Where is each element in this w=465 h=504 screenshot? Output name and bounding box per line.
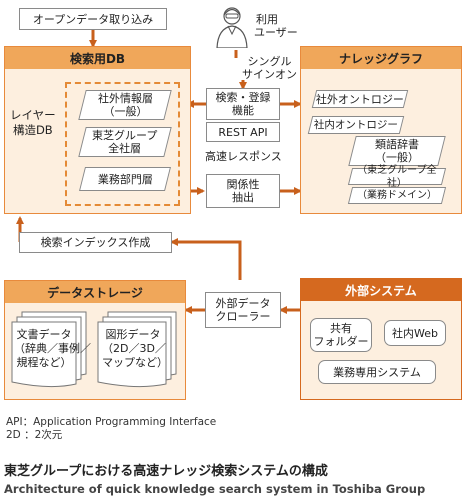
- kg-internal-ontology: 社内オントロジー: [307, 116, 405, 134]
- kg-dictionary-general: 類語辞書（一般）: [348, 136, 446, 166]
- layer-db-label-line1: レイヤー: [10, 108, 56, 122]
- document-data-stack: [10, 310, 92, 390]
- kg-dictionary-toshiba: （東芝グループ全社）: [347, 165, 447, 189]
- note-api: API：Application Programming Interface: [6, 416, 217, 428]
- fast-response-label: 高速レスポンス: [205, 150, 282, 163]
- layer-toshiba-group: 東芝グループ全社層: [78, 127, 172, 157]
- relation-extraction-box: 関係性 抽出: [206, 174, 280, 208]
- user-label: 利用 ユーザー: [254, 13, 298, 39]
- sso-label-line1: シングル: [247, 55, 292, 68]
- business-system-box: 業務専用システム: [318, 360, 436, 384]
- user-icon: [212, 4, 252, 49]
- search-db-title: 検索用DB: [5, 47, 190, 69]
- layer-external-general: 社外情報層（一般）: [78, 90, 172, 120]
- rest-api-box: REST API: [206, 122, 280, 142]
- kg-external-ontology: 社外オントロジー: [311, 90, 409, 108]
- kg-dictionary-domain: （業務ドメイン）: [347, 187, 447, 204]
- layer-db-label: レイヤー 構造DB: [10, 108, 56, 138]
- figure-data-label: 図形データ （2D／3D／ マップなど）: [102, 328, 168, 369]
- user-label-line1: 利用: [256, 13, 278, 26]
- layer-db-label-line2: 構造DB: [12, 123, 53, 137]
- open-data-box: オープンデータ取り込み: [19, 8, 167, 30]
- figure-data-stack: [96, 310, 182, 390]
- caption-japanese: 東芝グループにおける高速ナレッジ検索システムの構成: [4, 464, 328, 479]
- intranet-web-box: 社内Web: [384, 320, 446, 346]
- sso-label: シングル サインオン: [242, 55, 297, 81]
- arrow-storage-to-index: [170, 238, 242, 280]
- index-creation-box: 検索インデックス作成: [19, 232, 172, 253]
- abbreviation-notes: API：Application Programming Interface 2D…: [6, 416, 216, 442]
- document-data-label: 文書データ （辞典／事例／ 規程など）: [14, 328, 91, 369]
- external-systems-title: 外部システム: [301, 279, 461, 301]
- data-storage-title: データストレージ: [5, 281, 185, 303]
- external-data-crawler-box: 外部データ クローラー: [205, 292, 281, 328]
- search-register-box: 検索・登録 機能: [206, 88, 280, 120]
- layer-business-dept: 業務部門層: [79, 167, 171, 191]
- sso-label-line2: サインオン: [242, 68, 297, 81]
- layer-db-dashed-frame: [65, 82, 180, 206]
- shared-folder-box: 共有 フォルダー: [310, 318, 372, 352]
- caption-english: Architecture of quick knowledge search s…: [4, 482, 426, 496]
- note-2d: 2D ：2次元: [6, 429, 63, 441]
- knowledge-graph-title: ナレッジグラフ: [301, 47, 461, 69]
- user-label-line2: ユーザー: [254, 26, 298, 39]
